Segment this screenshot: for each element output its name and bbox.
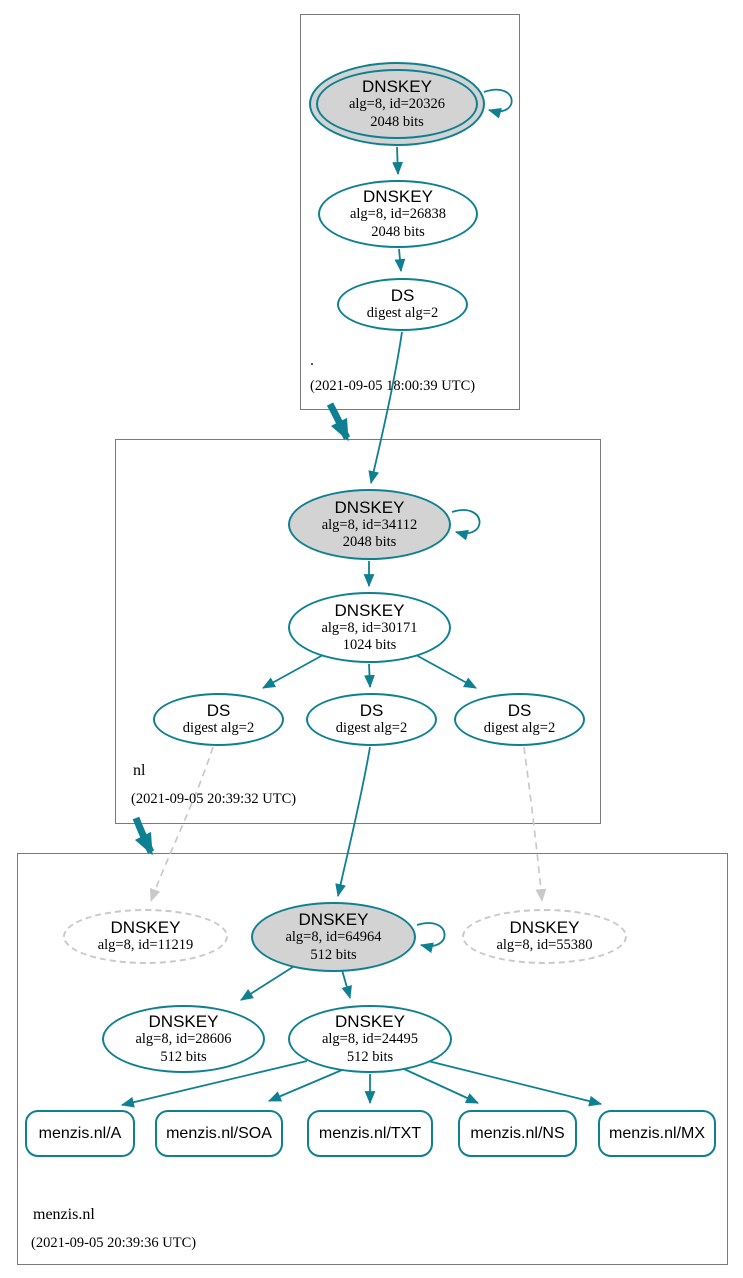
zone-name-root: .: [310, 352, 314, 369]
edge-zsknl-ds2: [364, 663, 375, 689]
dnskey-node-55380[interactable]: DNSKEY alg=8, id=55380: [462, 909, 627, 964]
edge-ksk-zsk1-menzis: [240, 964, 297, 1001]
dnskey-node-zsk-root[interactable]: DNSKEY alg=8, id=26838 2048 bits: [318, 180, 478, 248]
edge-zsk-ds-root: [394, 248, 406, 273]
zone-box-root: [300, 14, 520, 410]
node-detail: digest alg=2: [335, 720, 408, 737]
rrset-menzis-mx[interactable]: menzis.nl/MX: [598, 1110, 716, 1157]
node-detail: alg=8, id=34112: [321, 516, 418, 533]
node-detail: alg=8, id=26838: [349, 206, 447, 223]
node-title: DNSKEY: [509, 918, 580, 938]
node-detail: alg=8, id=24495: [321, 1031, 419, 1048]
edge-dsnl-kskmenzis: [335, 746, 371, 898]
ds-node-nl-3[interactable]: DS digest alg=2: [454, 693, 585, 746]
node-bits: 2048 bits: [342, 534, 397, 551]
node-title: DNSKEY: [334, 497, 405, 517]
dnskey-node-ksk-menzis[interactable]: DNSKEY alg=8, id=64964 512 bits: [251, 902, 416, 972]
rrset-menzis-soa[interactable]: menzis.nl/SOA: [155, 1110, 283, 1157]
node-title: DNSKEY: [110, 918, 181, 938]
node-bits: 512 bits: [310, 946, 357, 963]
edge-zsknl-ds3: [415, 654, 477, 689]
delegation-nl-menzis: [132, 816, 155, 856]
node-detail: digest alg=2: [366, 305, 439, 322]
zone-name-nl: nl: [133, 762, 146, 779]
zone-timestamp-root: (2021-09-05 18:00:39 UTC): [310, 378, 476, 394]
node-detail: alg=8, id=20326: [348, 96, 446, 113]
edge-dsroot-ksknl: [368, 331, 403, 485]
edge-ksk-zsk-root: [392, 146, 403, 176]
rrset-menzis-a[interactable]: menzis.nl/A: [25, 1110, 135, 1157]
node-detail: digest alg=2: [483, 720, 556, 737]
node-detail: digest alg=2: [182, 720, 255, 737]
dnskey-node-ksk-root-inner: DNSKEY alg=8, id=20326 2048 bits: [316, 69, 478, 139]
node-title: DNSKEY: [335, 1012, 405, 1032]
node-detail: alg=8, id=30171: [321, 619, 418, 636]
node-title: DNSKEY: [334, 600, 405, 620]
node-title: DS: [507, 701, 532, 721]
node-detail: alg=8, id=55380: [496, 937, 593, 954]
dnskey-node-zsk2-menzis[interactable]: DNSKEY alg=8, id=24495 512 bits: [288, 1005, 452, 1073]
node-title: DNSKEY: [362, 77, 432, 97]
dnskey-node-11219[interactable]: DNSKEY alg=8, id=11219: [63, 909, 228, 964]
node-detail: alg=8, id=11219: [97, 937, 194, 954]
selfloop-ksk-menzis: [416, 922, 446, 954]
rrset-menzis-txt[interactable]: menzis.nl/TXT: [307, 1110, 433, 1157]
node-title: DNSKEY: [363, 187, 433, 207]
node-bits: 1024 bits: [342, 637, 397, 654]
zone-box-menzis: [17, 853, 728, 1265]
edge-zsk2-rr-mx: [427, 1060, 603, 1107]
selfloop-ksk-nl: [451, 509, 481, 541]
node-detail: alg=8, id=28606: [135, 1031, 232, 1048]
edge-zsk2-rr-ns: [403, 1068, 479, 1104]
zone-name-menzis: menzis.nl: [33, 1206, 95, 1223]
node-bits: 512 bits: [160, 1048, 207, 1065]
node-title: DS: [206, 701, 231, 721]
dnskey-node-ksk-nl[interactable]: DNSKEY alg=8, id=34112 2048 bits: [288, 489, 451, 560]
zone-box-nl: [115, 439, 601, 824]
node-detail: alg=8, id=64964: [285, 929, 382, 946]
dnskey-node-zsk-nl[interactable]: DNSKEY alg=8, id=30171 1024 bits: [288, 592, 451, 663]
rrset-menzis-ns[interactable]: menzis.nl/NS: [458, 1110, 577, 1157]
edge-zsk2-rr-a: [120, 1060, 308, 1108]
edge-zsknl-ds1: [262, 654, 324, 689]
node-bits: 512 bits: [346, 1048, 394, 1065]
edge-ksk-zsk2-menzis: [341, 969, 352, 1000]
zone-timestamp-menzis: (2021-09-05 20:39:36 UTC): [31, 1235, 197, 1251]
dnskey-node-ksk-root[interactable]: DNSKEY alg=8, id=20326 2048 bits: [309, 62, 485, 146]
node-title: DNSKEY: [148, 1012, 219, 1032]
zone-timestamp-nl: (2021-09-05 20:39:32 UTC): [131, 791, 297, 807]
node-title: DNSKEY: [298, 910, 369, 930]
ds-node-nl-2[interactable]: DS digest alg=2: [306, 693, 437, 746]
selfloop-ksk-root: [483, 89, 513, 119]
node-bits: 2048 bits: [371, 223, 425, 240]
dnskey-node-zsk1-menzis[interactable]: DNSKEY alg=8, id=28606 512 bits: [102, 1005, 265, 1073]
delegation-root-nl: [326, 402, 351, 442]
edge-dsnl1-dnskey11219: [149, 746, 214, 903]
ds-node-root[interactable]: DS digest alg=2: [337, 278, 468, 331]
node-title: DS: [359, 701, 384, 721]
node-title: DS: [390, 286, 415, 306]
edge-zsk2-rr-soa: [268, 1069, 343, 1102]
node-bits: 2048 bits: [370, 113, 424, 130]
ds-node-nl-1[interactable]: DS digest alg=2: [153, 693, 284, 746]
edge-dsnl3-dnskey55380: [523, 746, 547, 903]
